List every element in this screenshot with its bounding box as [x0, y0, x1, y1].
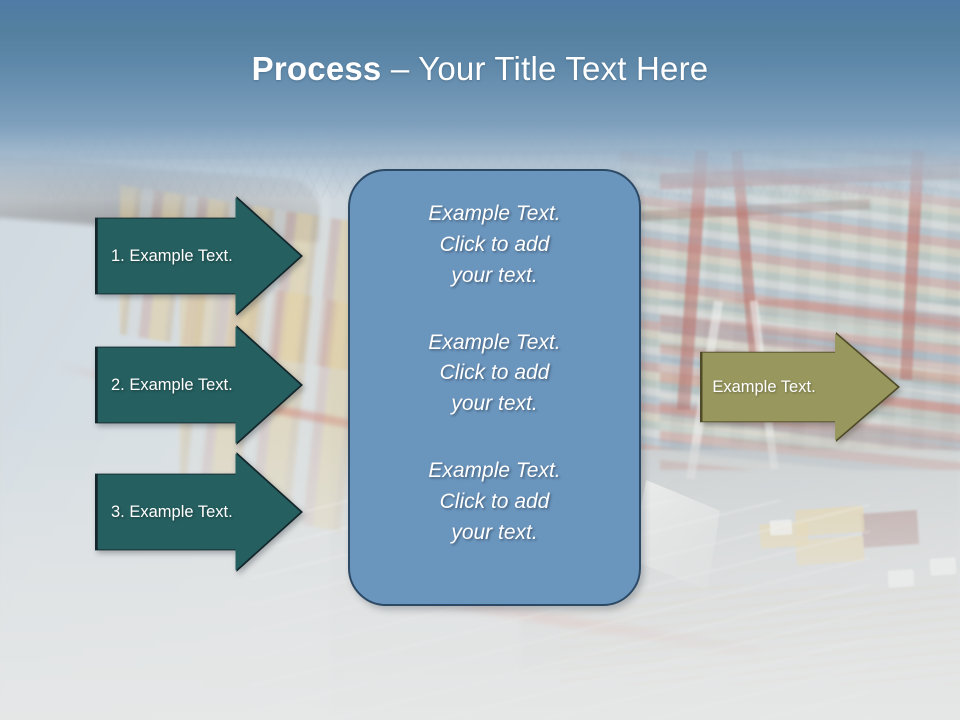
output-arrow[interactable]: Example Text.	[700, 332, 900, 442]
output-arrow-label: Example Text.	[712, 377, 816, 396]
process-panel[interactable]: Example Text. Click to add your text. Ex…	[348, 169, 641, 606]
panel-text-block-1[interactable]: Example Text. Click to add your text.	[428, 202, 561, 287]
input-arrow-2-label: 2. Example Text.	[111, 375, 233, 394]
input-arrow-3-label: 3. Example Text.	[111, 502, 233, 521]
page-title: Process – Your Title Text Here	[0, 50, 960, 88]
page-title-bold: Process	[251, 50, 382, 87]
input-arrow-2[interactable]: 2. Example Text.	[95, 325, 303, 445]
input-arrow-3[interactable]: 3. Example Text.	[95, 452, 303, 572]
page-title-rest: – Your Title Text Here	[381, 50, 709, 87]
input-arrow-1-label: 1. Example Text.	[111, 246, 233, 265]
panel-text-block-2[interactable]: Example Text. Click to add your text.	[428, 330, 561, 416]
panel-text-block-3[interactable]: Example Text. Click to add your text.	[428, 459, 561, 544]
input-arrow-1[interactable]: 1. Example Text.	[95, 196, 303, 316]
